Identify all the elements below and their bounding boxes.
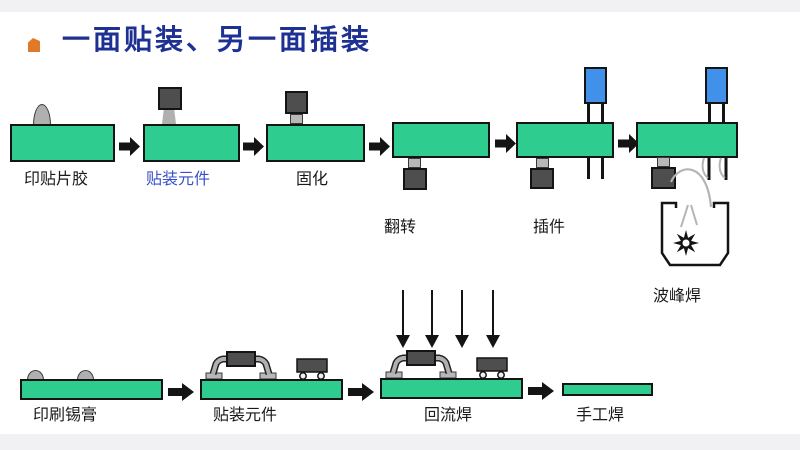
pcb-board — [562, 383, 653, 396]
component-lead — [601, 158, 604, 179]
pcb-board — [636, 122, 738, 158]
flow-arrow-icon — [528, 382, 554, 400]
step-label: 插件 — [533, 219, 566, 236]
adhesive-dome-icon — [33, 104, 51, 125]
flow-arrow-icon — [168, 383, 194, 401]
reflow-heat-arrow-icon — [425, 290, 439, 348]
step-label: 回流焊 — [424, 407, 473, 424]
cured-adhesive-icon — [536, 158, 549, 168]
step-label: 手工焊 — [576, 407, 625, 424]
pcb-board — [392, 122, 490, 158]
smt-component — [285, 91, 308, 114]
gullwing-component-icon — [205, 351, 277, 380]
reflow-heat-arrow-icon — [396, 290, 410, 348]
pcb-board — [266, 124, 365, 162]
component-lead — [587, 158, 590, 179]
flow-arrow-icon — [618, 134, 639, 153]
through-hole-component — [705, 67, 728, 104]
through-hole-component — [584, 67, 607, 104]
component-lead — [708, 104, 711, 123]
top-margin-strip — [0, 0, 800, 12]
smt-component — [403, 168, 427, 190]
pcb-board — [200, 379, 343, 400]
smt-component — [651, 167, 676, 189]
component-lead — [587, 104, 590, 123]
step-label: 贴装元件 — [146, 171, 211, 188]
step-label: 印刷锡膏 — [33, 407, 98, 424]
step-label: 印贴片胶 — [24, 171, 89, 188]
component-lead — [722, 104, 725, 123]
component-lead — [601, 104, 604, 123]
flow-arrow-icon — [119, 137, 140, 156]
cured-adhesive-icon — [657, 157, 670, 167]
smt-component — [530, 168, 554, 189]
pcb-board — [143, 124, 240, 162]
chip-component-icon — [296, 358, 328, 380]
flow-arrow-icon — [369, 137, 390, 156]
flow-arrow-icon — [495, 134, 516, 153]
step-label: 波峰焊 — [653, 288, 702, 305]
step-label: 翻转 — [384, 219, 417, 236]
flow-arrow-icon — [243, 137, 264, 156]
slide-title: 一面贴装、另一面插装 — [62, 24, 373, 55]
cured-adhesive-icon — [408, 158, 421, 168]
bottom-margin-strip — [0, 434, 800, 450]
pcb-board — [10, 124, 115, 162]
adhesive-under-component-icon — [162, 110, 176, 124]
reflow-heat-arrow-icon — [455, 290, 469, 348]
pcb-board — [380, 378, 523, 399]
reflow-heat-arrow-icon — [486, 290, 500, 348]
pcb-board — [20, 379, 163, 400]
step-label: 贴装元件 — [213, 407, 278, 424]
smt-component — [158, 87, 182, 110]
pcb-board — [516, 122, 614, 158]
chip-component-icon — [476, 357, 508, 379]
step-label: 固化 — [296, 171, 329, 188]
wave-solder-pot-icon — [660, 157, 730, 267]
flow-arrow-icon — [348, 383, 374, 401]
cured-adhesive-icon — [290, 114, 303, 124]
title-bullet-icon — [28, 38, 40, 52]
gullwing-component-icon — [385, 350, 457, 379]
